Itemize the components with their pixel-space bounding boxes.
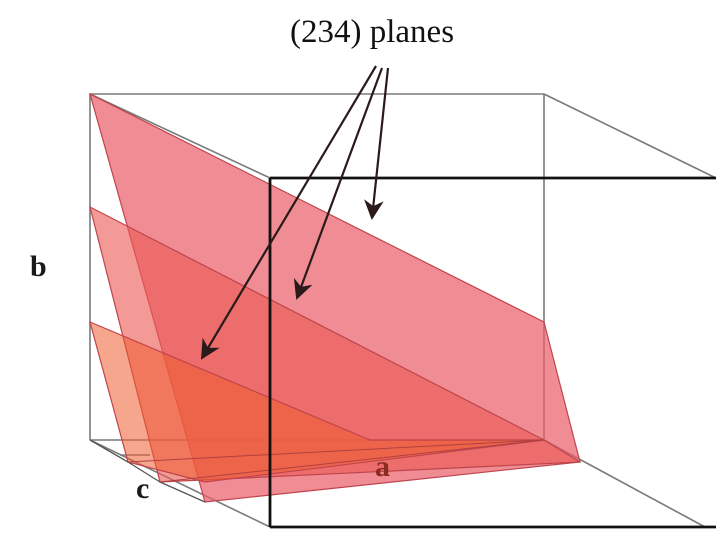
- plane-foot-1: [127, 439, 545, 463]
- cube-front-face: [268, 176, 716, 529]
- arrow-to-plane-3: [200, 65, 377, 360]
- cube-edge-top-left-depth: [89, 93, 271, 179]
- plane-trace-c2: [127, 461, 161, 483]
- plane-trace-c1: [89, 439, 129, 463]
- arrow-to-plane-2: [293, 67, 384, 300]
- axis-label-c: c: [136, 472, 149, 505]
- cube-edge-top-right-depth: [543, 93, 716, 179]
- axis-label-b: b: [30, 250, 47, 283]
- axis-label-a: a: [375, 450, 390, 483]
- arrow-to-plane-1: [364, 67, 390, 220]
- plane-3: [89, 320, 545, 483]
- plane-foot-2: [159, 439, 545, 483]
- plane-trace-c3: [159, 481, 206, 503]
- pointer-arrows: [200, 65, 390, 360]
- lattice-planes: [89, 92, 582, 503]
- title-label: (234) planes: [290, 14, 454, 50]
